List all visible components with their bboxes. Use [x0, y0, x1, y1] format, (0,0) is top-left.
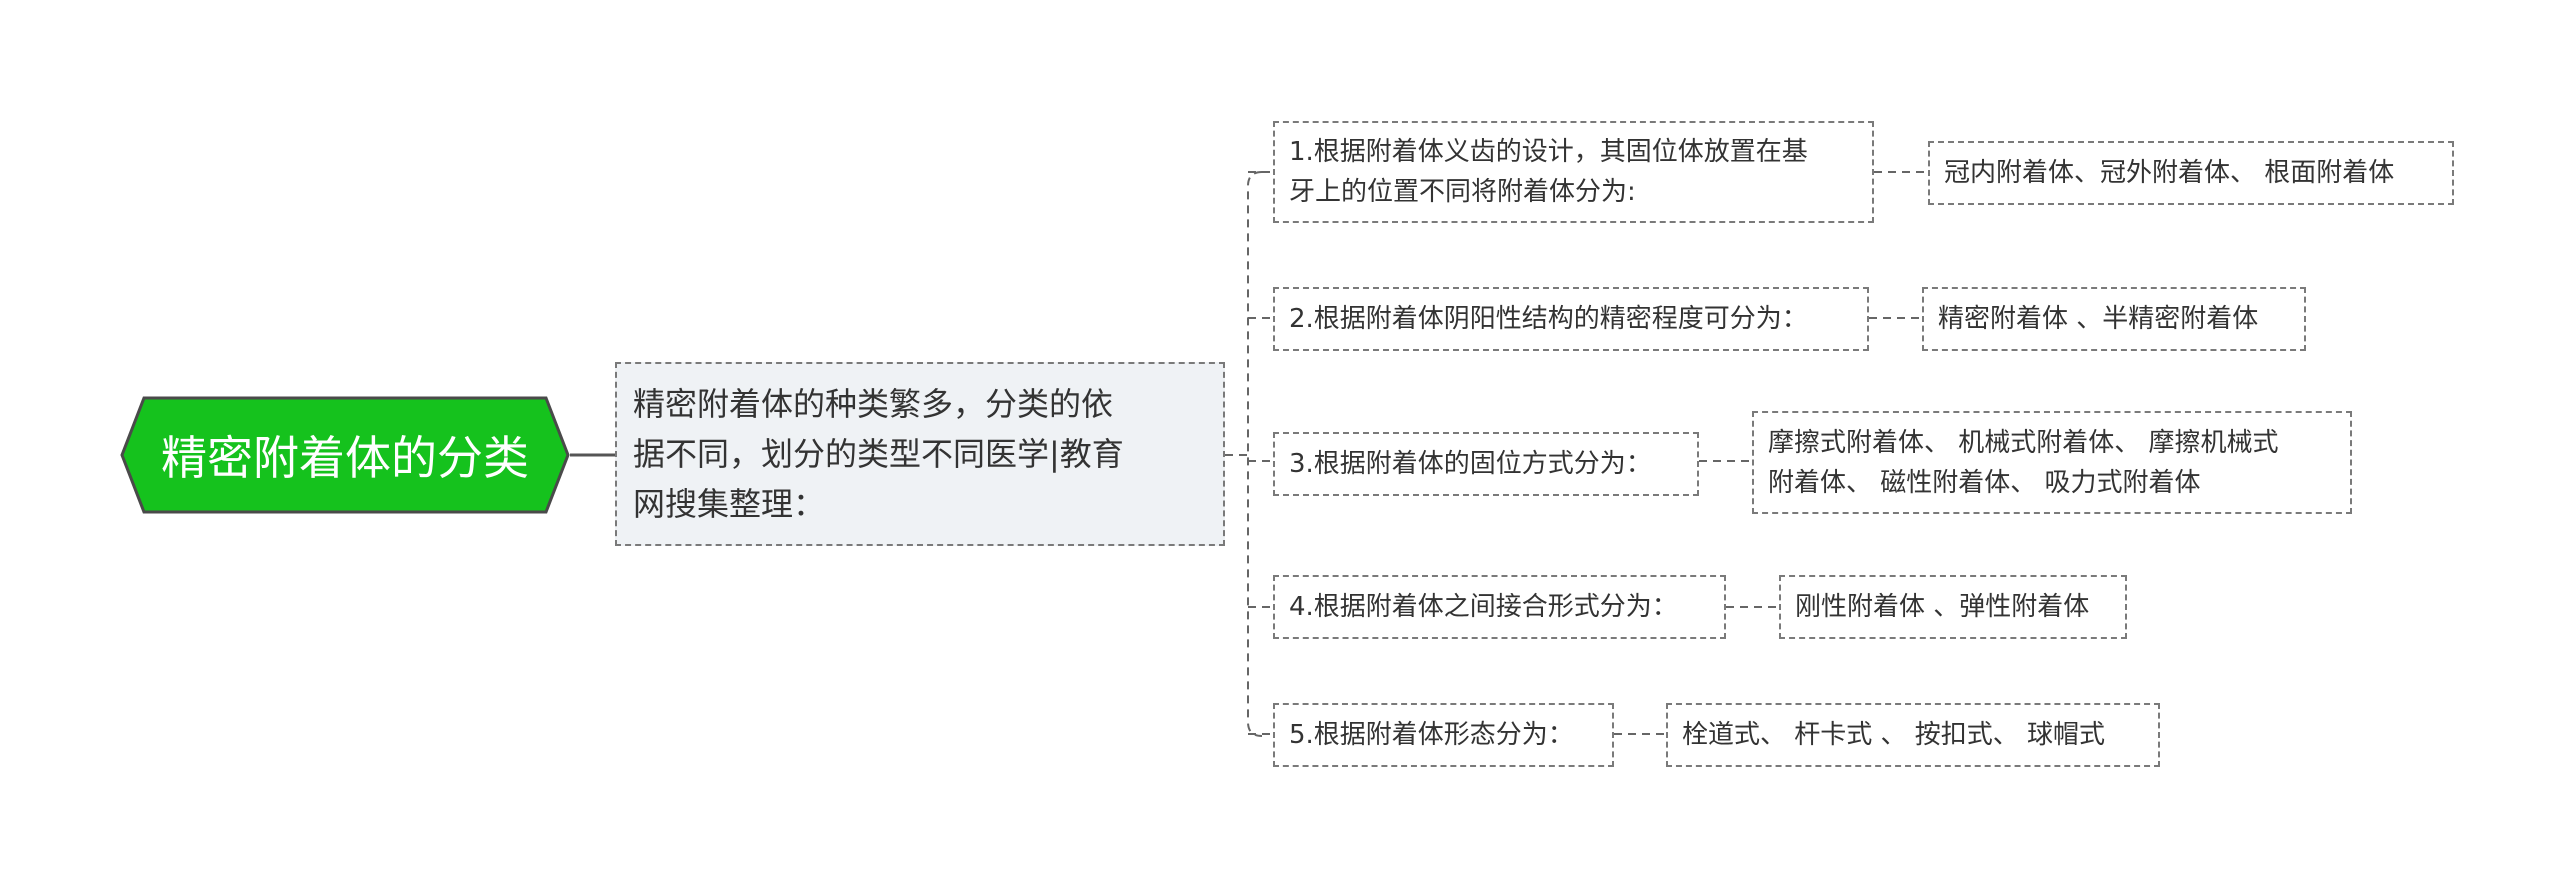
result-text: 精密附着体 、半精密附着体 [1938, 304, 2259, 334]
result-node-2[interactable]: 精密附着体 、半精密附着体 [1922, 287, 2306, 351]
category-text: 4.根据附着体之间接合形式分为： [1289, 592, 1678, 622]
root-node[interactable]: 精密附着体的分类 [120, 396, 570, 514]
result-text: 附着体、 磁性附着体、 吸力式附着体 [1768, 467, 2201, 498]
category-node-1[interactable]: 1.根据附着体义齿的设计，其固位体放置在基 牙上的位置不同将附着体分为: [1273, 121, 1874, 223]
intro-line: 网搜集整理： [633, 485, 826, 523]
category-text: 1.根据附着体义齿的设计，其固位体放置在基 [1289, 137, 1808, 167]
result-node-4[interactable]: 刚性附着体 、弹性附着体 [1779, 575, 2127, 639]
category-text: 2.根据附着体阴阳性结构的精密程度可分为： [1289, 304, 1808, 334]
category-node-5[interactable]: 5.根据附着体形态分为： [1273, 703, 1614, 767]
result-text: 栓道式、 杆卡式 、 按扣式、 球帽式 [1682, 720, 2106, 750]
intro-line: 精密附着体的种类繁多，分类的依 [633, 385, 1114, 423]
result-node-5[interactable]: 栓道式、 杆卡式 、 按扣式、 球帽式 [1666, 703, 2160, 767]
connector-spine [1247, 171, 1263, 737]
category-node-3[interactable]: 3.根据附着体的固位方式分为： [1273, 432, 1699, 496]
category-text: 牙上的位置不同将附着体分为: [1289, 177, 1636, 207]
root-title: 精密附着体的分类 [161, 431, 529, 485]
result-text: 摩擦式附着体、 机械式附着体、 摩擦机械式 [1768, 427, 2279, 458]
intro-line: 据不同，划分的类型不同医学|教育 [633, 435, 1124, 473]
result-text: 刚性附着体 、弹性附着体 [1795, 592, 2090, 622]
root-hexagon-shape [120, 396, 570, 514]
result-node-1[interactable]: 冠内附着体、冠外附着体、 根面附着体 [1928, 141, 2454, 205]
category-node-4[interactable]: 4.根据附着体之间接合形式分为： [1273, 575, 1726, 639]
category-text: 5.根据附着体形态分为： [1289, 720, 1574, 750]
result-text: 冠内附着体、冠外附着体、 根面附着体 [1944, 158, 2395, 188]
result-node-3[interactable]: 摩擦式附着体、 机械式附着体、 摩擦机械式 附着体、 磁性附着体、 吸力式附着体 [1752, 411, 2352, 514]
intro-node[interactable]: 精密附着体的种类繁多，分类的依 据不同，划分的类型不同医学|教育 网搜集整理： [615, 362, 1225, 546]
category-text: 3.根据附着体的固位方式分为： [1289, 449, 1652, 479]
category-node-2[interactable]: 2.根据附着体阴阳性结构的精密程度可分为： [1273, 287, 1869, 351]
